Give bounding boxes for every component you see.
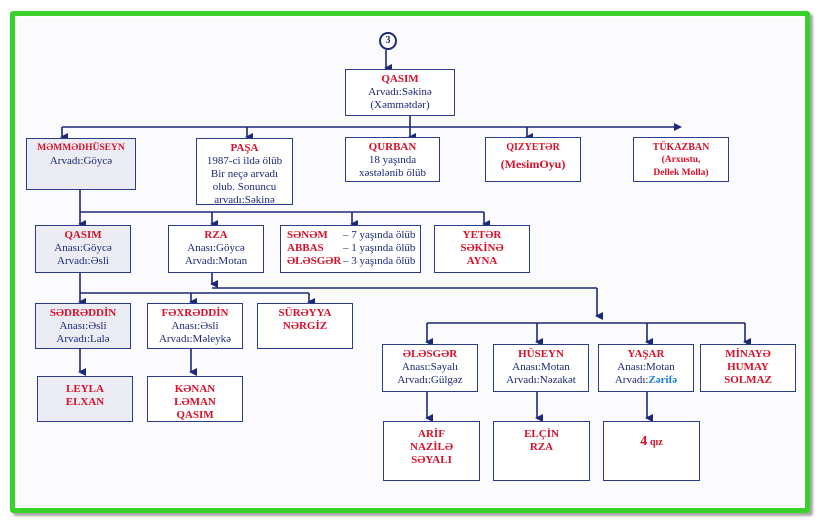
person-detail: Anası:Motan bbox=[617, 361, 675, 373]
decorative-green-frame bbox=[10, 11, 810, 513]
person-detail: Anası:Əsli bbox=[59, 320, 107, 332]
person-name: NƏRGİZ bbox=[282, 320, 328, 332]
person-name: YETƏR bbox=[462, 229, 502, 241]
daughters-count: 4 qız bbox=[604, 435, 699, 449]
person-box-pasha[interactable]: PAŞA 1987-ci ildə ölüb Bir neçə arvadı o… bbox=[196, 138, 293, 206]
person-detail: Anası:Səyalı bbox=[401, 361, 459, 373]
person-name: RZA bbox=[204, 229, 228, 241]
deceased-children-box[interactable]: SƏNƏM – 7 yaşında ölüb ABBAS – 1 yaşında… bbox=[280, 225, 421, 273]
person-note: (Arxustu, bbox=[661, 155, 701, 165]
person-box-qasim-gen2[interactable]: QASIM Anası:Göycə Arvadı:Əsli bbox=[35, 225, 131, 273]
person-name: SOLMAZ bbox=[724, 374, 772, 386]
death-detail: – 1 yaşında ölüb bbox=[343, 242, 416, 254]
person-detail: Bir neçə arvadı bbox=[210, 168, 279, 180]
person-name: QASIM bbox=[381, 73, 419, 85]
person-detail: olub. Sonuncu bbox=[212, 181, 277, 193]
wife-label: Arvadı: bbox=[614, 374, 649, 386]
person-name: QASIM bbox=[64, 229, 102, 241]
person-name: QASIM bbox=[176, 409, 214, 421]
generation-marker: 3 bbox=[379, 32, 397, 50]
person-box-sadraddin[interactable]: SƏDRƏDDİN Anası:Əsli Arvadı:Lalə bbox=[35, 303, 131, 349]
person-box-tukazban[interactable]: TÜKAZBAN (Arxustu, Dellek Molla) bbox=[633, 137, 729, 182]
person-detail: Anası:Motan bbox=[512, 361, 570, 373]
person-note: (MesimOyu) bbox=[500, 157, 566, 171]
count-label: qız bbox=[649, 437, 663, 448]
children-box-yashar[interactable]: 4 qız bbox=[603, 421, 700, 481]
person-box-rza[interactable]: RZA Anası:Göycə Arvadı:Motan bbox=[168, 225, 264, 273]
person-box-fakhraddin[interactable]: FƏXRƏDDİN Anası:Əsli Arvadı:Məleykə bbox=[147, 303, 243, 349]
person-name: HÜSEYN bbox=[518, 348, 564, 360]
person-box-yashar[interactable]: YAŞAR Anası:Motan Arvadı:Zərifə bbox=[598, 344, 694, 392]
children-box-alasgar[interactable]: ARİF NAZİLƏ SƏYALI bbox=[383, 421, 480, 481]
person-detail: (Xəmmətdər) bbox=[370, 99, 430, 111]
person-box-daughters-gen2[interactable]: YETƏR SƏKİNƏ AYNA bbox=[434, 225, 530, 273]
person-detail: Arvadı:Göycə bbox=[49, 155, 113, 167]
person-name: QIZYETƏR bbox=[506, 142, 560, 153]
person-detail: 1987-ci ildə ölüb bbox=[206, 155, 283, 167]
person-detail: Arvadı:Nəzakət bbox=[506, 374, 576, 386]
person-detail: Anası:Göycə bbox=[54, 242, 112, 254]
person-detail: Arvadı:Zərifə bbox=[599, 374, 693, 387]
person-name: NAZİLƏ bbox=[410, 441, 453, 453]
person-box-huseyn[interactable]: HÜSEYN Anası:Motan Arvadı:Nəzakət bbox=[493, 344, 589, 392]
person-name: SƏKİNƏ bbox=[460, 242, 504, 254]
person-name: SƏNƏM bbox=[287, 229, 328, 241]
children-box-huseyn[interactable]: ELÇİN RZA bbox=[493, 421, 590, 481]
person-box-qurban[interactable]: QURBAN 18 yaşında xəstələnib ölüb bbox=[345, 137, 440, 182]
person-name: ELÇİN bbox=[524, 428, 559, 440]
person-name: TÜKAZBAN bbox=[652, 142, 710, 153]
person-name: SƏYALI bbox=[411, 454, 452, 466]
person-name: ƏLƏSGƏR bbox=[402, 348, 458, 360]
children-box-sadraddin[interactable]: LEYLA ELXAN bbox=[37, 376, 133, 422]
person-detail: 18 yaşında bbox=[368, 154, 417, 166]
person-name: ABBAS bbox=[287, 242, 324, 254]
person-box-root-qasim[interactable]: QASIM Arvadı:Səkinə (Xəmmətdər) bbox=[345, 69, 455, 116]
wife-name-highlighted: Zərifə bbox=[648, 374, 678, 386]
person-name: RZA bbox=[529, 441, 554, 453]
person-name: AYNA bbox=[466, 255, 498, 267]
person-box-surayya-nargiz[interactable]: SÜRƏYYA NƏRGİZ bbox=[257, 303, 353, 349]
person-name: HUMAY bbox=[727, 361, 769, 373]
deceased-row: ABBAS – 1 yaşında ölüb bbox=[281, 242, 420, 255]
count-number: 4 bbox=[640, 434, 648, 449]
person-detail: Anası:Əsli bbox=[171, 320, 219, 332]
person-name: ƏLƏSGƏR bbox=[287, 255, 342, 267]
death-detail: – 7 yaşında ölüb bbox=[343, 229, 416, 241]
person-note: Dellek Molla) bbox=[653, 168, 709, 178]
person-name: MİNAYƏ bbox=[725, 348, 771, 360]
person-detail: Anası:Göycə bbox=[187, 242, 245, 254]
person-name: FƏXRƏDDİN bbox=[161, 307, 229, 319]
person-detail: arvadı:Səkinə bbox=[214, 194, 275, 206]
person-name: SÜRƏYYA bbox=[278, 307, 332, 319]
person-detail: xəstələnib ölüb bbox=[359, 167, 426, 179]
person-name: QURBAN bbox=[368, 141, 417, 153]
deceased-row: ƏLƏSGƏR – 3 yaşında ölüb bbox=[281, 255, 420, 268]
death-detail: – 3 yaşında ölüb bbox=[343, 255, 416, 267]
person-name: MƏMMƏDHÜSEYN bbox=[37, 143, 125, 153]
person-name: LEYLA bbox=[66, 383, 104, 395]
person-detail: Arvadı:Əsli bbox=[57, 255, 109, 267]
person-box-alasgar[interactable]: ƏLƏSGƏR Anası:Səyalı Arvadı:Gülgəz bbox=[382, 344, 478, 392]
person-name: ELXAN bbox=[65, 396, 105, 408]
person-name: PAŞA bbox=[230, 142, 259, 154]
person-detail: Arvadı:Məleykə bbox=[158, 333, 232, 345]
person-detail: Arvadı:Gülgəz bbox=[397, 374, 463, 386]
person-box-qizyetar[interactable]: QIZYETƏR (MesimOyu) bbox=[485, 137, 581, 182]
deceased-row: SƏNƏM – 7 yaşında ölüb bbox=[281, 229, 420, 242]
person-detail: Arvadı:Motan bbox=[184, 255, 248, 267]
person-name: SƏDRƏDDİN bbox=[49, 307, 117, 319]
person-name: ARİF bbox=[418, 428, 445, 440]
person-box-mammadhuseyn[interactable]: MƏMMƏDHÜSEYN Arvadı:Göycə bbox=[26, 138, 136, 190]
person-detail: Arvadı:Səkinə bbox=[368, 86, 432, 98]
person-box-minaya-humay-solmaz[interactable]: MİNAYƏ HUMAY SOLMAZ bbox=[700, 344, 796, 392]
person-name: YAŞAR bbox=[627, 348, 665, 360]
person-name: KƏNAN bbox=[174, 383, 216, 395]
person-detail: Arvadı:Lalə bbox=[56, 333, 110, 345]
children-box-fakhraddin[interactable]: KƏNAN LƏMAN QASIM bbox=[147, 376, 243, 422]
person-name: LƏMAN bbox=[174, 396, 216, 408]
